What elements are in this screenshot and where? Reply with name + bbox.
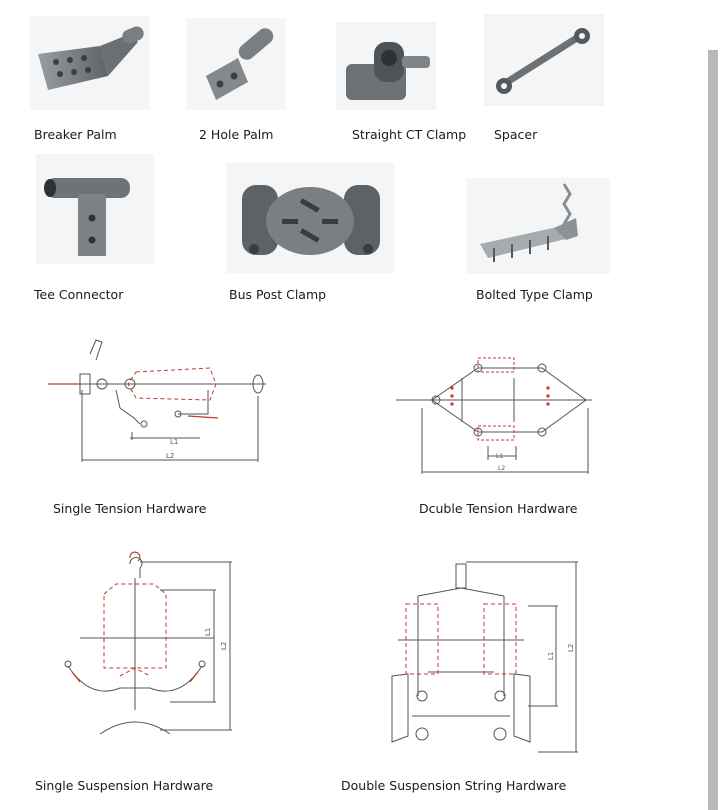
double-suspension-diagram: L1 L2 — [388, 556, 588, 760]
bolted-type-clamp-image — [466, 178, 610, 274]
caption-single-tension: Single Tension Hardware — [53, 501, 207, 516]
single-tension-l2-label: L2 — [166, 452, 174, 460]
single-suspension-diagram: L1 L2 — [60, 550, 250, 746]
single-suspension-l1-label: L1 — [204, 628, 212, 636]
caption-spacer: Spacer — [494, 127, 538, 142]
double-tension-l2-label: L2 — [498, 465, 505, 472]
caption-straight-ct-clamp: Straight CT Clamp — [352, 127, 467, 142]
caption-breaker-palm: Breaker Palm — [34, 127, 117, 142]
caption-tee-connector: Tee Connector — [34, 287, 124, 302]
double-tension-l1-label: L1 — [496, 453, 503, 460]
single-tension-l1-label: L1 — [170, 438, 178, 446]
double-suspension-l2-label: L2 — [567, 644, 575, 652]
caption-single-suspension: Single Suspension Hardware — [35, 778, 214, 793]
double-tension-diagram: L1 L2 — [392, 348, 602, 478]
breaker-palm-image — [30, 16, 150, 110]
caption-two-hole-palm: 2 Hole Palm — [199, 127, 274, 142]
spacer-image — [484, 14, 604, 106]
page-edge-rule — [708, 50, 718, 810]
caption-bus-post-clamp: Bus Post Clamp — [229, 287, 327, 302]
bus-post-clamp-image — [226, 163, 394, 273]
straight-ct-clamp-image — [336, 22, 436, 110]
caption-bolted-type-clamp: Bolted Type Clamp — [476, 287, 593, 302]
single-tension-diagram: L1 L2 — [40, 328, 280, 474]
single-suspension-l2-label: L2 — [220, 642, 228, 650]
caption-double-tension: Dcuble Tension Hardware — [419, 501, 578, 516]
double-suspension-l1-label: L1 — [547, 652, 555, 660]
two-hole-palm-image — [186, 18, 286, 110]
tee-connector-image — [36, 154, 154, 264]
caption-double-suspension: Double Suspension String Hardware — [341, 778, 567, 793]
